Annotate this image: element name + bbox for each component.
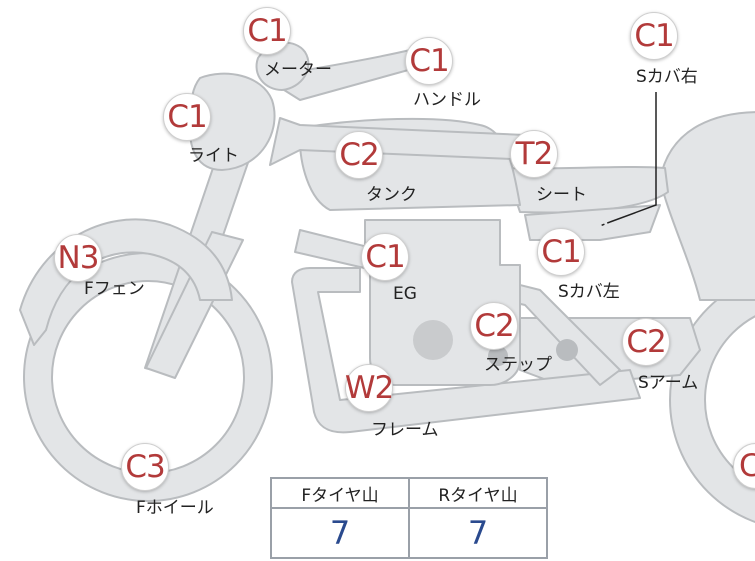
tank-grade-badge: C2 bbox=[335, 131, 383, 179]
front-fender-grade-badge: N3 bbox=[54, 234, 102, 282]
tank-label: タンク bbox=[366, 185, 417, 205]
handle-label: ハンドル bbox=[413, 90, 481, 110]
tire-tread-table: Fタイヤ山 Rタイヤ山 7 7 bbox=[270, 477, 548, 559]
seat-label: シート bbox=[536, 185, 587, 205]
frame-shape bbox=[291, 267, 641, 434]
step-label: ステップ bbox=[484, 355, 552, 375]
front-fender-label: Fフェン bbox=[84, 279, 145, 299]
frame-label: フレーム bbox=[371, 420, 439, 440]
s-cover-left-label: Sカバ左 bbox=[558, 282, 620, 302]
s-cover-left-grade-badge: C1 bbox=[537, 228, 585, 276]
engine-label: EG bbox=[393, 284, 417, 304]
frame-grade-badge: W2 bbox=[345, 364, 394, 412]
rear-wheel-grade-badge: C bbox=[733, 443, 755, 489]
front-tire-header: Fタイヤ山 bbox=[270, 477, 410, 509]
swing-arm-grade-badge: C2 bbox=[622, 318, 670, 366]
meter-label: メーター bbox=[264, 60, 332, 80]
front-wheel-label: Fホイール bbox=[136, 498, 214, 518]
front-tire-value: 7 bbox=[270, 507, 410, 559]
step-grade-badge: C2 bbox=[470, 302, 518, 350]
light-label: ライト bbox=[188, 146, 239, 166]
rear-tire-header: Rタイヤ山 bbox=[408, 477, 548, 509]
light-grade-badge: C1 bbox=[163, 93, 211, 141]
engine-grade-badge: C1 bbox=[361, 233, 409, 281]
rear-body-shape bbox=[659, 111, 755, 301]
meter-grade-badge: C1 bbox=[243, 7, 291, 55]
leader-line bbox=[609, 92, 657, 223]
s-cover-right-label: Sカバ右 bbox=[636, 67, 698, 87]
handle-grade-badge: C1 bbox=[405, 37, 453, 85]
s-cover-right-grade-badge: C1 bbox=[630, 12, 678, 60]
seat-grade-badge: T2 bbox=[510, 130, 558, 178]
swing-arm-label: Sアーム bbox=[638, 373, 699, 393]
front-wheel-grade-badge: C3 bbox=[121, 443, 169, 491]
rear-tire-value: 7 bbox=[408, 507, 548, 559]
